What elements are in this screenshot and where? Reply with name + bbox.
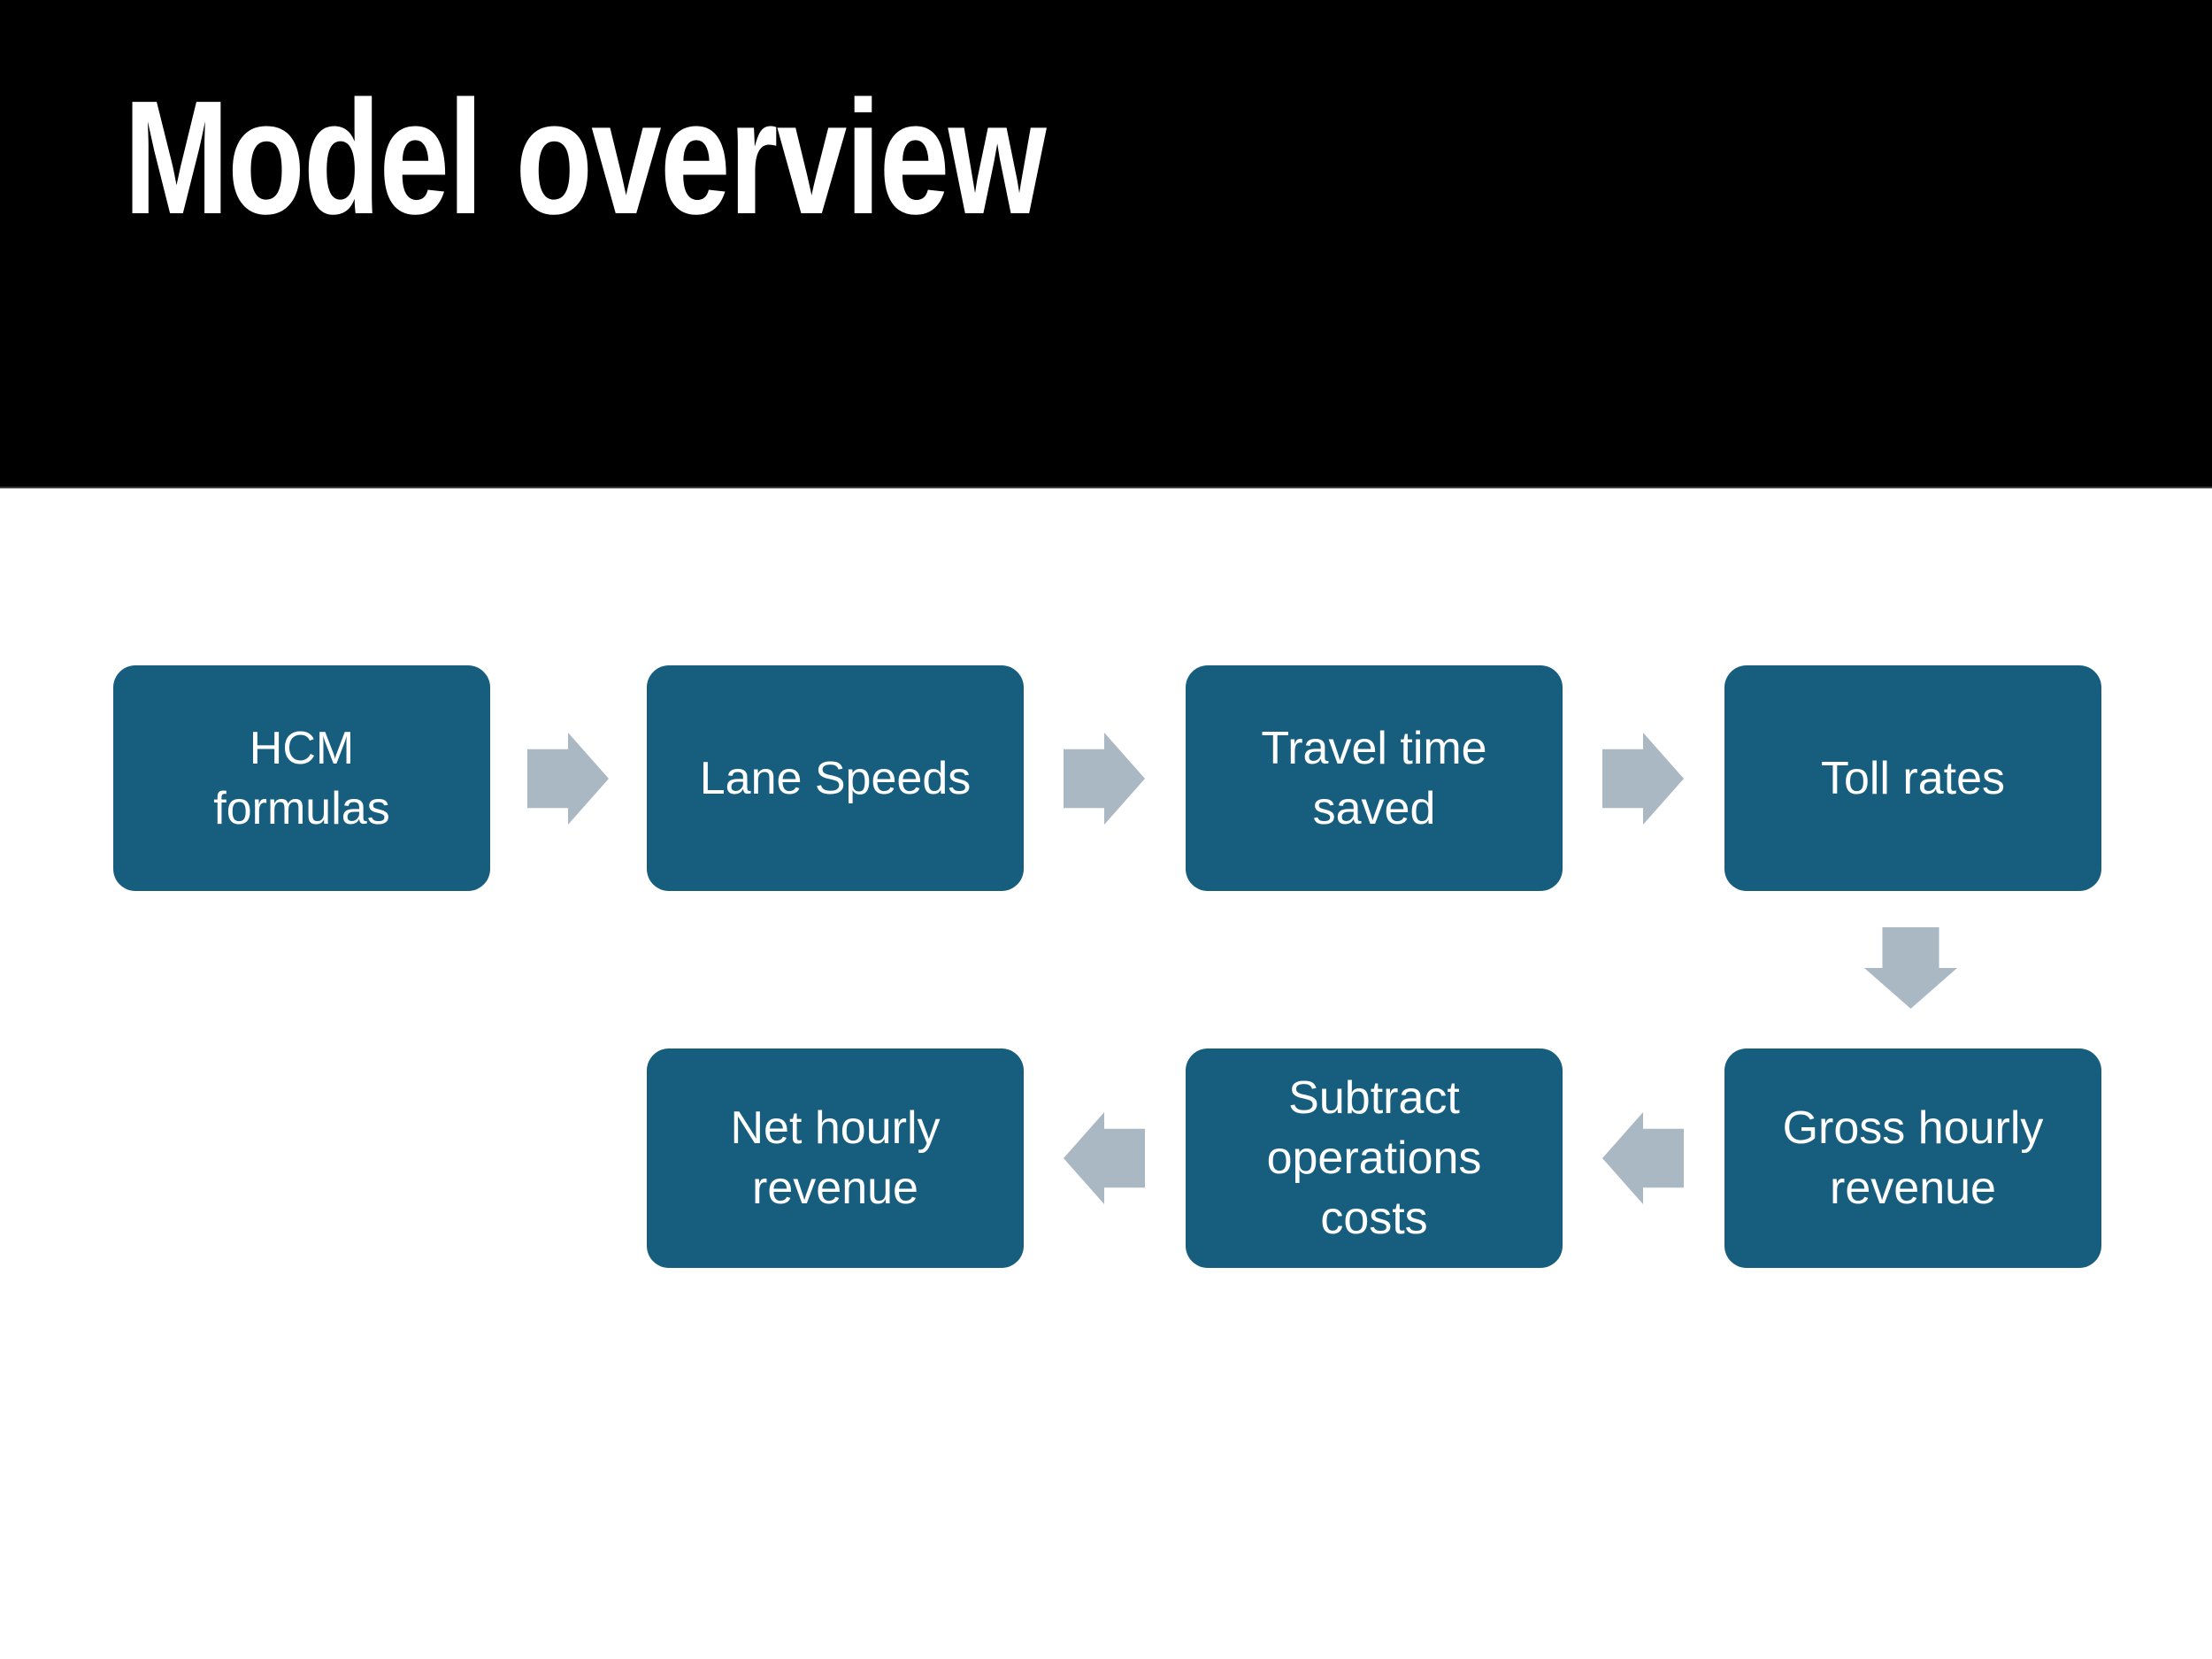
flow-node-label: Toll rates xyxy=(1820,752,2006,804)
slide-title: Model overview xyxy=(124,66,1047,248)
arrow-left-icon xyxy=(1602,1112,1684,1204)
arrow-right-icon xyxy=(527,733,609,825)
flow-node-travel-time-saved: Travel time saved xyxy=(1186,665,1563,891)
flow-node-gross-hourly-revenue: Gross hourly revenue xyxy=(1724,1048,2101,1268)
flow-node-toll-rates: Toll rates xyxy=(1724,665,2101,891)
flow-node-label: Lane Speeds xyxy=(699,752,972,804)
flow-node-lane-speeds: Lane Speeds xyxy=(647,665,1024,891)
flow-node-label: Travel time saved xyxy=(1261,722,1487,834)
flow-node-label: Subtract operations costs xyxy=(1266,1072,1482,1244)
flow-node-label: Net hourly revenue xyxy=(730,1102,941,1214)
title-band: Model overview xyxy=(0,0,2212,488)
flow-node-hcm-formulas: HCM formulas xyxy=(113,665,490,891)
arrow-right-icon xyxy=(1602,733,1684,825)
arrow-left-icon xyxy=(1064,1112,1145,1204)
arrow-right-icon xyxy=(1064,733,1145,825)
arrow-down-icon xyxy=(1864,927,1957,1009)
flow-node-label: Gross hourly revenue xyxy=(1782,1102,2044,1214)
flow-node-subtract-operations-costs: Subtract operations costs xyxy=(1186,1048,1563,1268)
flow-node-net-hourly-revenue: Net hourly revenue xyxy=(647,1048,1024,1268)
flow-node-label: HCM formulas xyxy=(213,722,390,834)
